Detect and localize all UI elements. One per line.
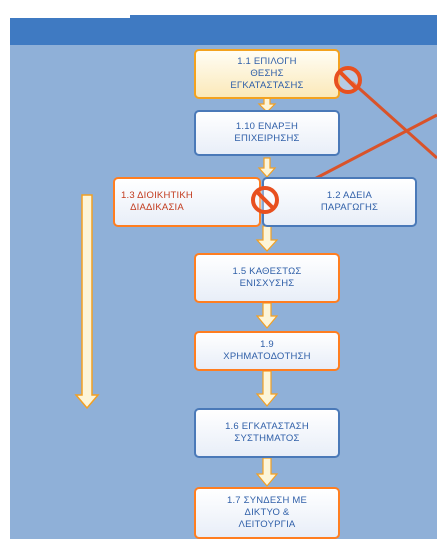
timeline-down-arrow-icon [74, 194, 100, 410]
step-label: 1.1 ΕΠΙΛΟΓΗ ΘΕΣΗΣ ΕΓΚΑΤΑΣΤΑΣΗΣ [230, 56, 304, 91]
down-arrow-icon [255, 457, 279, 487]
header-bar [10, 15, 437, 45]
down-arrow-icon [255, 370, 279, 407]
step-1-3-administrative-procedure: 1.3 ΔΙΟΙΚΗΤΙΚΗ ΔΙΑΔΙΚΑΣΙΑ [113, 177, 261, 227]
step-1-5-support-scheme: 1.5 ΚΑΘΕΣΤΩΣ ΕΝΙΣΧΥΣΗΣ [194, 253, 340, 303]
step-label: 1.9 ΧΡΗΜΑΤΟΔΟΤΗΣΗ [223, 339, 311, 362]
step-label: 1.3 ΔΙΟΙΚΗΤΙΚΗ ΔΙΑΔΙΚΑΣΙΑ [121, 190, 193, 213]
header-accent [10, 15, 130, 18]
step-1-6-system-installation: 1.6 ΕΓΚΑΤΑΣΤΑΣΗ ΣΥΣΤΗΜΑΤΟΣ [194, 408, 340, 458]
step-label: 1.10 ΕΝΑΡΞΗ ΕΠΙΧΕΙΡΗΣΗΣ [234, 121, 300, 144]
step-1-9-financing: 1.9 ΧΡΗΜΑΤΟΔΟΤΗΣΗ [194, 331, 340, 371]
step-1-2-production-license: 1.2 ΑΔΕΙΑ ΠΑΡΑΓΩΓΗΣ [262, 177, 417, 227]
down-arrow-icon [257, 157, 277, 178]
step-label: 1.6 ΕΓΚΑΤΑΣΤΑΣΗ ΣΥΣΤΗΜΑΤΟΣ [225, 421, 309, 444]
step-1-1-site-selection: 1.1 ΕΠΙΛΟΓΗ ΘΕΣΗΣ ΕΓΚΑΤΑΣΤΑΣΗΣ [194, 49, 340, 99]
step-label: 1.7 ΣΥΝΔΕΣΗ ΜΕ ΔΙΚΤΥΟ & ΛΕΙΤΟΥΡΓΙΑ [226, 495, 308, 530]
connector-line [351, 80, 437, 160]
step-label: 1.2 ΑΔΕΙΑ ΠΑΡΑΓΩΓΗΣ [320, 190, 379, 213]
down-arrow-icon [255, 302, 279, 329]
down-arrow-icon [255, 225, 279, 252]
step-label: 1.5 ΚΑΘΕΣΤΩΣ ΕΝΙΣΧΥΣΗΣ [232, 266, 302, 289]
down-arrow-icon [257, 97, 277, 113]
step-1-7-grid-connection: 1.7 ΣΥΝΔΕΣΗ ΜΕ ΔΙΚΤΥΟ & ΛΕΙΤΟΥΡΓΙΑ [194, 487, 340, 539]
step-1-10-business-start: 1.10 ΕΝΑΡΞΗ ΕΠΙΧΕΙΡΗΣΗΣ [194, 110, 340, 156]
